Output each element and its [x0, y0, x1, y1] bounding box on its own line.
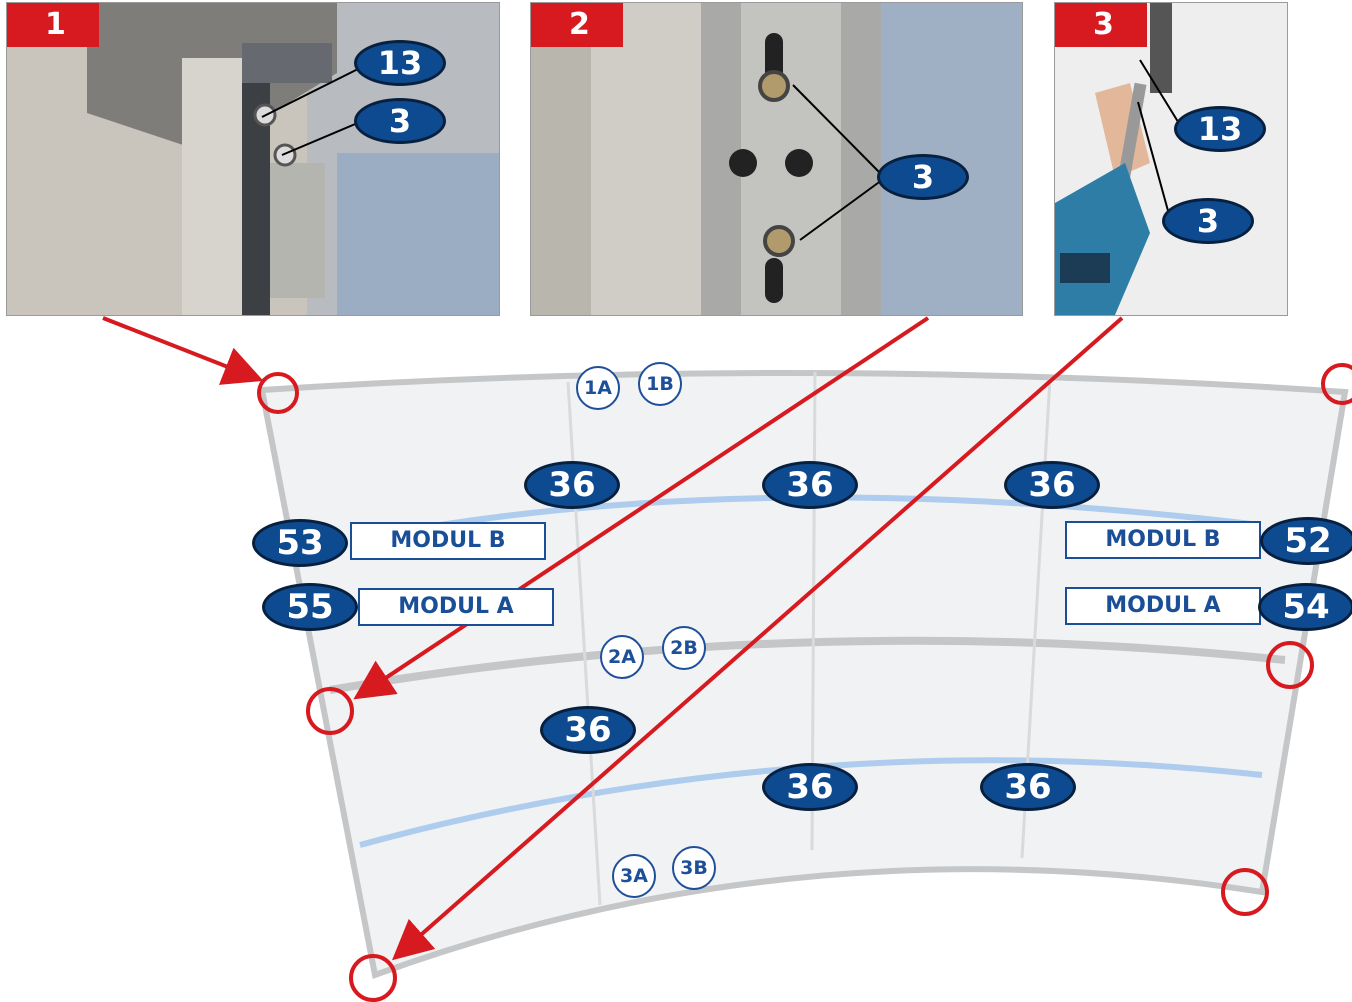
label-3b: 3B [672, 846, 716, 890]
callout-36: 36 [762, 461, 858, 509]
callout-54: 54 [1258, 583, 1352, 631]
callout-36: 36 [762, 763, 858, 811]
callout-13: 13 [1174, 106, 1266, 152]
callout-3: 3 [354, 98, 446, 144]
label-1b: 1B [638, 362, 682, 406]
label-2b: 2B [662, 626, 706, 670]
module-b-left: MODUL B [350, 522, 546, 560]
corner-circle [306, 687, 354, 735]
callout-36: 36 [1004, 461, 1100, 509]
step-badge: 2 [531, 3, 623, 47]
step-badge: 3 [1055, 3, 1147, 47]
corner-circle [349, 954, 397, 1002]
photo-step-3: 3 [1054, 2, 1288, 316]
callout-13: 13 [354, 40, 446, 86]
arrow-step-1 [102, 316, 264, 385]
corner-circle [1321, 363, 1352, 405]
callout-3: 3 [1162, 198, 1254, 244]
corner-circle [1221, 868, 1269, 916]
callout-36: 36 [524, 461, 620, 509]
drill-photo [1055, 3, 1287, 315]
callout-53: 53 [252, 519, 348, 567]
callout-36: 36 [540, 706, 636, 754]
callout-55: 55 [262, 583, 358, 631]
label-3a: 3A [612, 854, 656, 898]
module-a-right: MODUL A [1065, 587, 1261, 625]
module-b-right: MODUL B [1065, 521, 1261, 559]
label-2a: 2A [600, 635, 644, 679]
callout-52: 52 [1260, 517, 1352, 565]
corner-circle [1266, 641, 1314, 689]
callout-36: 36 [980, 763, 1076, 811]
step-badge: 1 [7, 3, 99, 47]
arrow-step-3 [391, 316, 1124, 961]
label-1a: 1A [576, 366, 620, 410]
callout-3: 3 [877, 154, 969, 200]
corner-circle [257, 372, 299, 414]
module-a-left: MODUL A [358, 588, 554, 626]
